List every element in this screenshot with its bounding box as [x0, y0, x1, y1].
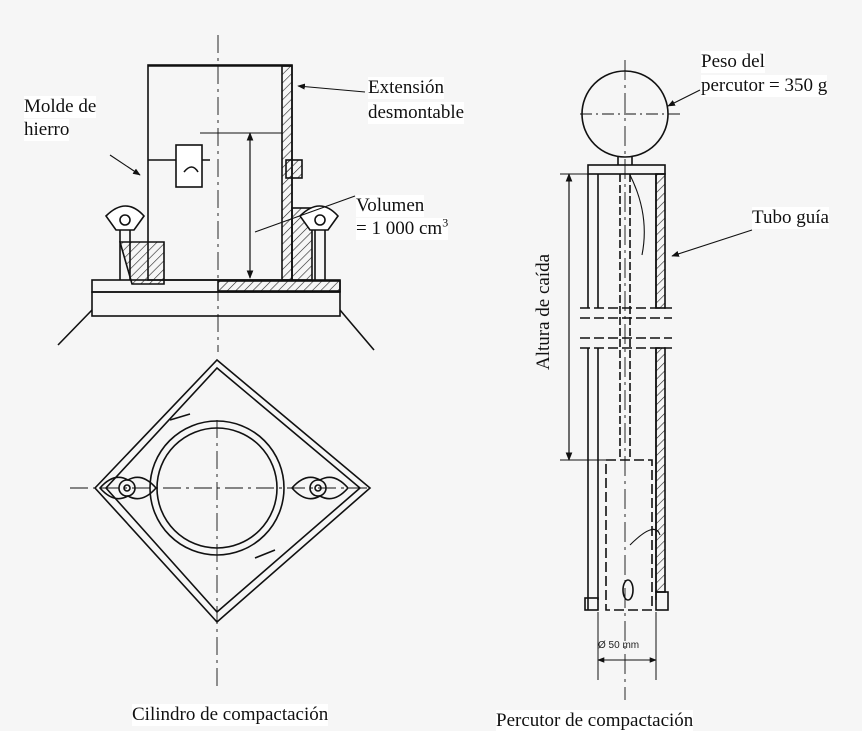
volumen-superscript: 3: [442, 215, 449, 230]
volumen-label-line2: = 1 000 cm3: [356, 215, 449, 240]
compaction-cylinder-side-view: [57, 35, 375, 352]
extension-label-line2: desmontable: [368, 102, 465, 124]
extension-label-line1: Extensión: [368, 77, 444, 99]
volumen-label-line1: Volumen: [356, 195, 425, 217]
altura-de-caida-label: Altura de caída: [533, 253, 554, 370]
diameter-label: Ø 50 mm: [598, 640, 640, 651]
caption-cilindro: Cilindro de compactación: [132, 704, 329, 726]
peso-label-line1: Peso del: [701, 51, 765, 73]
molde-label-line2: hierro: [24, 119, 70, 141]
volumen-value: = 1 000 cm: [356, 218, 443, 239]
peso-label-line2: percutor = 350 g: [701, 75, 828, 97]
caption-percutor: Percutor de compactación: [496, 710, 694, 732]
molde-label-line1: Molde de: [24, 96, 97, 118]
compaction-cylinder-top-view: [70, 358, 372, 690]
wing-nut-left: [104, 205, 146, 280]
compaction-percutor: [560, 60, 753, 700]
tubo-guia-label: Tubo guía: [752, 207, 829, 229]
